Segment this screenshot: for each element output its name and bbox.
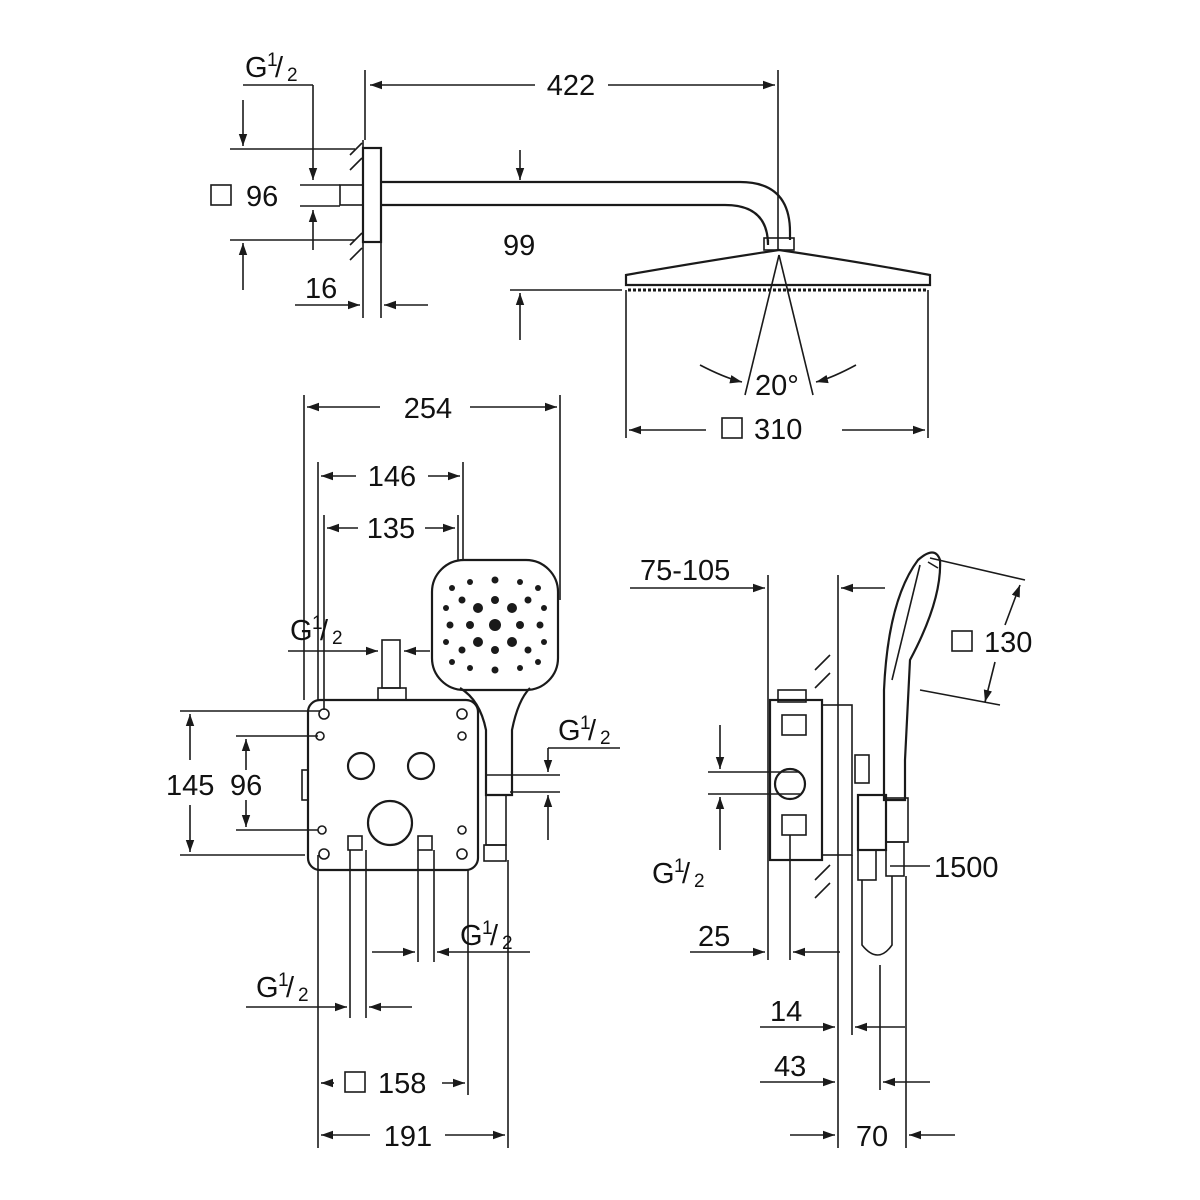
side-block-upper [781, 714, 807, 736]
thread-label-valve-top: G 1 / 2 [290, 613, 343, 649]
hand-shower-head [430, 558, 560, 692]
dim-43: 43 [774, 1051, 806, 1083]
svg-text:G: G [256, 972, 279, 1004]
side-valve [773, 767, 807, 801]
dim-14: 14 [770, 996, 802, 1028]
svg-text:1: 1 [312, 613, 323, 634]
hose-connector [857, 849, 877, 881]
svg-text:1: 1 [674, 856, 685, 877]
outlet-elbow [854, 754, 870, 784]
svg-text:G: G [460, 920, 483, 952]
svg-text:/: / [490, 920, 499, 952]
dim-75-105: 75-105 [640, 555, 730, 587]
dim-254: 254 [404, 393, 452, 425]
svg-text:2: 2 [600, 728, 611, 749]
side-stub [301, 769, 309, 801]
thread-label-bottom-left: G 1 / 2 [256, 970, 309, 1006]
hand-shower-side [882, 551, 942, 802]
dim-145: 145 [166, 770, 214, 802]
svg-text:/: / [275, 52, 284, 84]
hand-shower-holder [485, 794, 507, 846]
stop-valve-left[interactable] [346, 751, 376, 781]
dim-25: 25 [698, 921, 730, 953]
dim-20-degrees: 20° [755, 370, 799, 402]
svg-text:2: 2 [694, 871, 705, 892]
thread-label-bottom-right: G 1 / 2 [460, 918, 513, 954]
shower-arm [381, 180, 792, 246]
dim-191: 191 [384, 1121, 432, 1153]
svg-text:1: 1 [267, 50, 278, 71]
svg-text:/: / [320, 615, 329, 647]
dim-70: 70 [856, 1121, 888, 1153]
square-symbol-310 [721, 417, 743, 439]
svg-text:2: 2 [502, 933, 513, 954]
thread-label-top: G 1 / 2 [245, 50, 298, 86]
mounting-box-side [768, 698, 824, 862]
corner-screw-bl [318, 848, 330, 860]
head-shower-view: 422 G 1 / 2 96 99 16 [210, 50, 932, 446]
wall-nut [339, 184, 364, 206]
dim-158: 158 [378, 1068, 426, 1100]
square-symbol-130 [951, 630, 973, 652]
dim-130: 130 [984, 627, 1032, 659]
wall-outlet-side [885, 797, 909, 843]
hand-shower-handle [459, 687, 531, 797]
svg-text:1: 1 [482, 918, 493, 939]
box-top-inlet [381, 639, 401, 689]
corner-screw-tr [456, 708, 468, 720]
side-block-lower [781, 814, 807, 836]
svg-text:2: 2 [332, 628, 343, 649]
box-top-block [777, 689, 807, 703]
box-top-stub [377, 687, 407, 701]
dim-99: 99 [503, 230, 535, 262]
screw-lr [457, 825, 467, 835]
dim-1500: 1500 [934, 852, 999, 884]
mounting-plate-side [821, 704, 853, 856]
svg-text:/: / [588, 715, 597, 747]
side-section-view: 75-105 130 G 1 / 2 1500 25 [630, 551, 1032, 1153]
dim-146: 146 [368, 461, 416, 493]
svg-text:G: G [290, 615, 313, 647]
nozzle-pattern [443, 576, 547, 674]
bottom-stub-left [347, 835, 363, 851]
valve-box-front-view: 254 146 135 G 1 / 2 G 1 / 2 [166, 393, 620, 1153]
corner-screw-tl [318, 708, 330, 720]
dim-310: 310 [754, 414, 802, 446]
handle-connector [885, 841, 905, 877]
holder-base [483, 844, 507, 862]
wall-hatch-side [814, 654, 831, 899]
dim-422: 422 [547, 70, 595, 102]
svg-text:2: 2 [287, 65, 298, 86]
svg-text:G: G [245, 52, 268, 84]
screw-ll [317, 825, 327, 835]
corner-screw-br [456, 848, 468, 860]
wall-hatch-top [349, 140, 364, 318]
thread-label-side: G 1 / 2 [652, 856, 705, 892]
bottom-stub-right [417, 835, 433, 851]
svg-text:1: 1 [278, 970, 289, 991]
square-symbol-158 [344, 1071, 366, 1093]
shower-head [624, 248, 932, 287]
svg-text:2: 2 [298, 985, 309, 1006]
wall-flange [361, 146, 383, 244]
svg-text:G: G [652, 858, 675, 890]
thread-label-outlet: G 1 / 2 [558, 713, 611, 749]
dim-96-top: 96 [246, 181, 278, 213]
square-symbol-96 [210, 184, 232, 206]
svg-text:G: G [558, 715, 581, 747]
dim-135: 135 [367, 513, 415, 545]
hose [861, 876, 893, 956]
svg-text:/: / [682, 858, 691, 890]
thermostat-knob[interactable] [366, 799, 414, 847]
svg-text:1: 1 [580, 713, 591, 734]
dim-96-box: 96 [230, 770, 262, 802]
svg-text:/: / [286, 972, 295, 1004]
corner-screw-mr [457, 731, 467, 741]
hose-holder-side [856, 793, 888, 852]
stop-valve-right[interactable] [406, 751, 436, 781]
dim-16: 16 [305, 273, 337, 305]
